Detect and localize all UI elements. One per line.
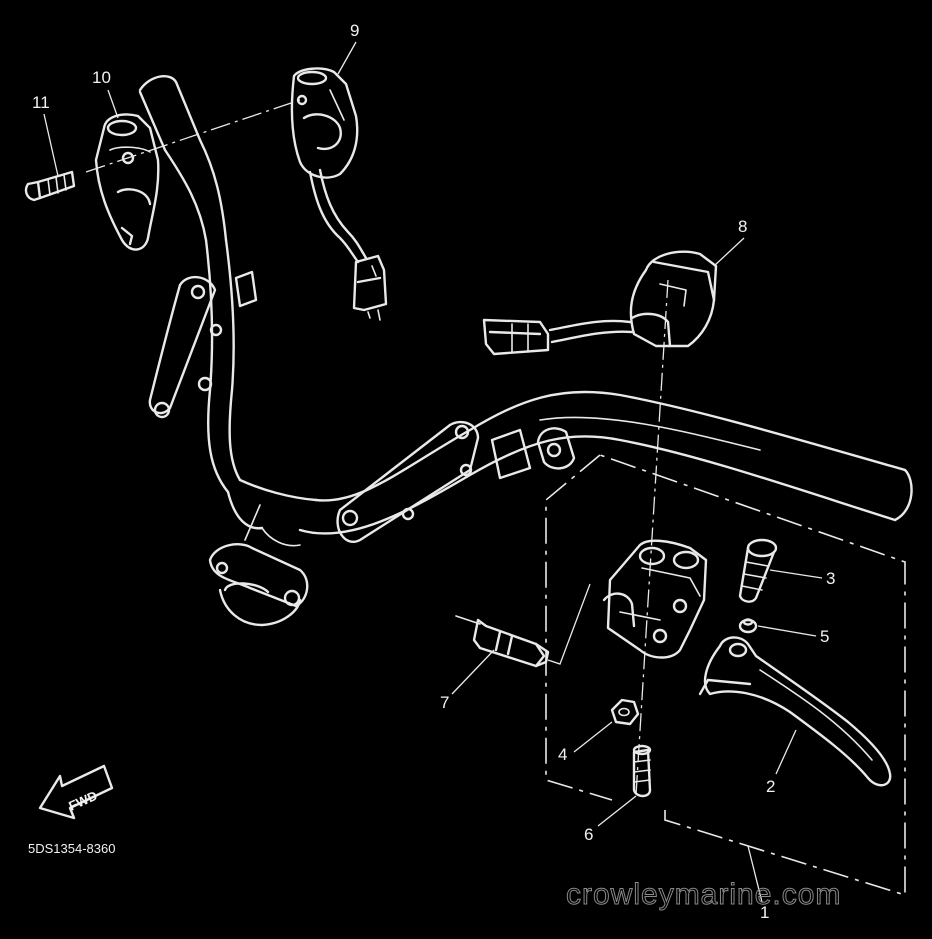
switch-assembly-9	[290, 67, 388, 321]
callout-11: 11	[32, 93, 50, 112]
clutch-switch-7	[455, 615, 550, 668]
callout-7: 7	[440, 693, 449, 712]
diagram-part-code: 5DS1354-8360	[28, 841, 115, 856]
fwd-label: FWD	[66, 788, 99, 814]
switch-assembly-8	[482, 250, 718, 356]
callout-1: 1	[760, 903, 769, 922]
callout-2: 2	[766, 777, 775, 796]
callout-4: 4	[558, 745, 567, 764]
forward-direction-arrow: FWD	[38, 764, 114, 820]
collar-5	[738, 618, 758, 634]
callout-labels: 11 10 9 8 3 5 7 4 2 6 1	[32, 21, 835, 922]
callout-6: 6	[584, 825, 593, 844]
screw-11	[24, 170, 76, 202]
screw-6	[632, 744, 652, 798]
assembly-line-9-10	[85, 99, 301, 173]
lever-bracket	[602, 539, 708, 659]
nut-4	[610, 698, 640, 726]
pivot-bolt-3	[738, 538, 778, 603]
callout-8: 8	[738, 217, 747, 236]
callout-3: 3	[826, 569, 835, 588]
callout-10: 10	[92, 68, 111, 87]
callout-5: 5	[820, 627, 829, 646]
callout-9: 9	[350, 21, 359, 40]
handlebar	[138, 74, 913, 627]
group-boundary-1	[545, 454, 906, 897]
switch-housing-10	[94, 113, 160, 251]
clutch-lever-2	[698, 636, 892, 787]
watermark: crowleymarine.com	[566, 878, 841, 911]
assembly-line-7	[547, 583, 591, 665]
assembly-line-8	[635, 279, 669, 796]
